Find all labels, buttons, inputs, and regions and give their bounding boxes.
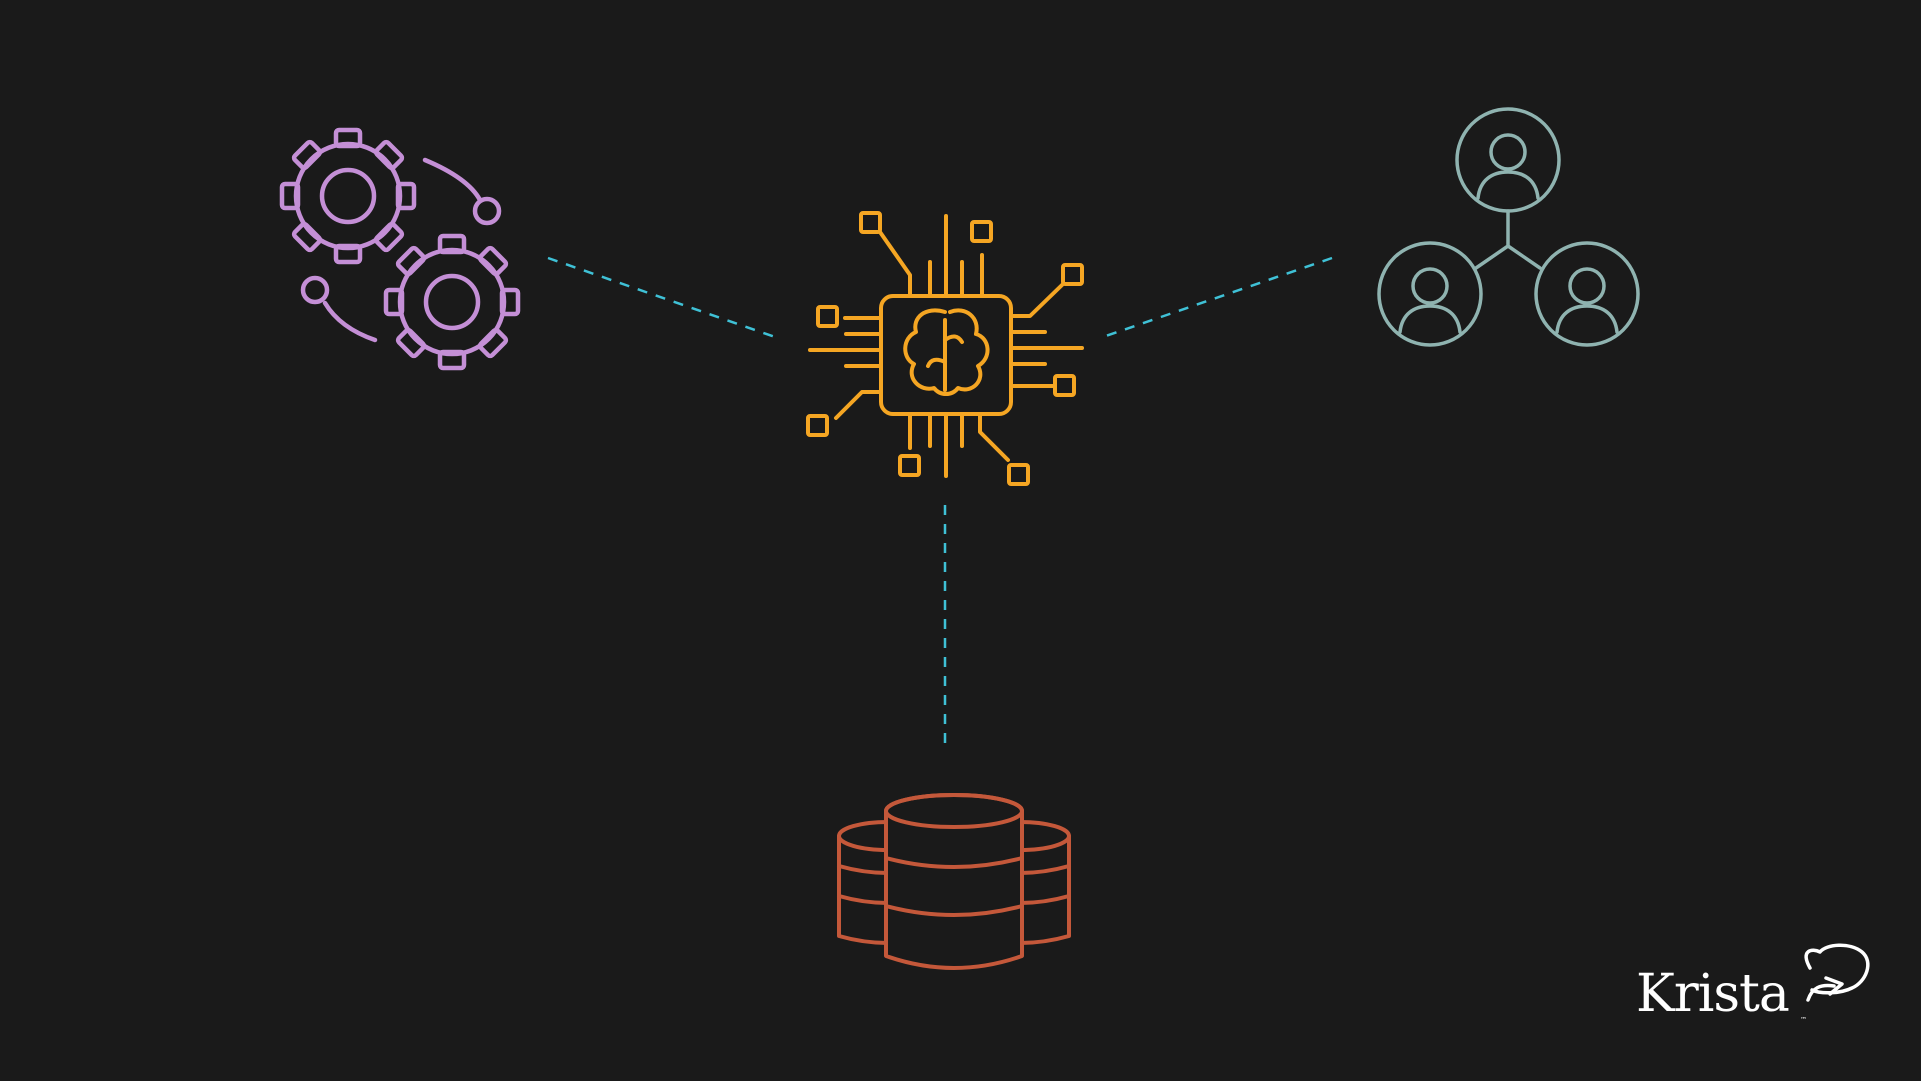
database-icon: [837, 793, 1071, 970]
speech-bubble-arrow-icon: [1804, 943, 1870, 1002]
people-network-icon: [1377, 107, 1640, 347]
connector-people-ai: [1099, 256, 1333, 340]
brand-logo-text: Krista: [1636, 964, 1790, 1024]
connector-automation-ai: [547, 256, 779, 340]
gears-icon: [279, 127, 521, 371]
connectors: [547, 256, 1333, 750]
brand-trademark: ™: [1800, 1016, 1807, 1024]
ai-chip-brain-icon: [806, 211, 1084, 486]
